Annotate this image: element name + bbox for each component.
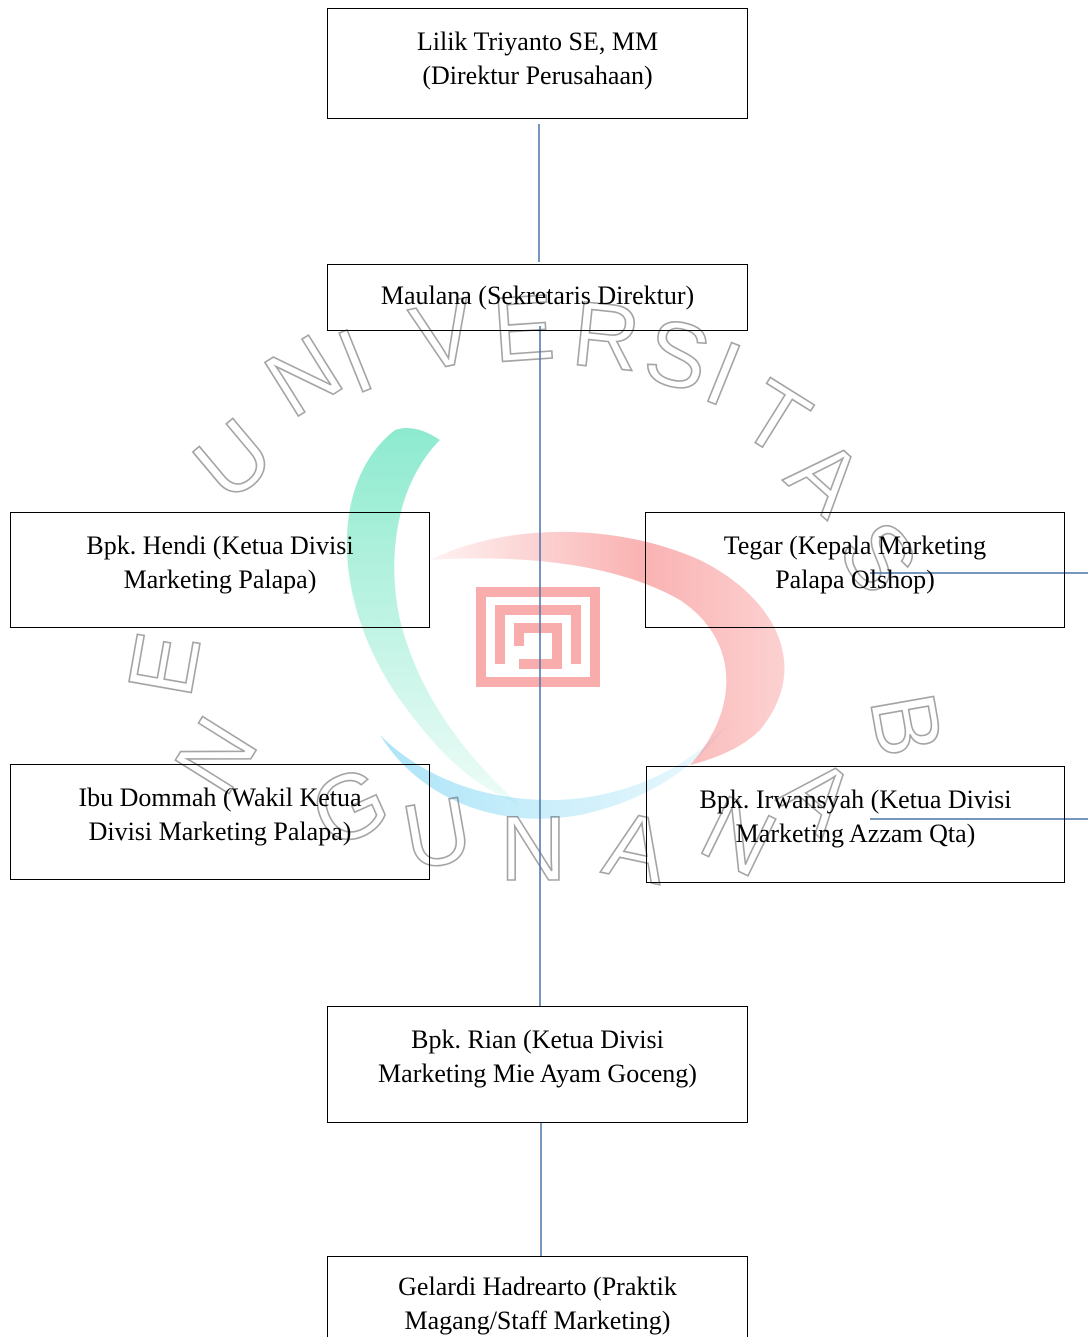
director-name: Lilik Triyanto SE, MM bbox=[416, 27, 659, 56]
irwansyah-line-2: Marketing Azzam Qta) bbox=[735, 819, 976, 848]
watermark-letter: E bbox=[489, 276, 557, 382]
box-dommah: Ibu Dommah (Wakil Ketua Divisi Marketing… bbox=[10, 764, 430, 880]
box-hendi: Bpk. Hendi (Ketua Divisi Marketing Palap… bbox=[10, 512, 430, 628]
box-dommah-text: Ibu Dommah (Wakil Ketua Divisi Marketing… bbox=[78, 781, 361, 849]
rian-line-2: Marketing Mie Ayam Goceng) bbox=[378, 1059, 697, 1088]
box-gelardi: Gelardi Hadrearto (Praktik Magang/Staff … bbox=[327, 1256, 748, 1337]
box-irwansyah-text: Bpk. Irwansyah (Ketua Divisi Marketing A… bbox=[700, 783, 1012, 851]
watermark-meander-emblem bbox=[476, 587, 600, 687]
box-irwansyah: Bpk. Irwansyah (Ketua Divisi Marketing A… bbox=[646, 766, 1065, 883]
box-tegar: Tegar (Kepala Marketing Palapa Olshop) bbox=[645, 512, 1065, 628]
secretary-label: Maulana (Sekretaris Direktur) bbox=[380, 281, 695, 310]
irwansyah-line-1: Bpk. Irwansyah (Ketua Divisi bbox=[699, 785, 1012, 814]
watermark-salmon-crescent bbox=[430, 531, 785, 765]
watermark-teal-crescent bbox=[346, 428, 520, 805]
tegar-line-2: Palapa Olshop) bbox=[775, 565, 935, 594]
box-director-text: Lilik Triyanto SE, MM (Direktur Perusaha… bbox=[417, 25, 658, 93]
box-tegar-text: Tegar (Kepala Marketing Palapa Olshop) bbox=[724, 529, 986, 597]
box-secretary: Maulana (Sekretaris Direktur) bbox=[327, 264, 748, 331]
tegar-line-1: Tegar (Kepala Marketing bbox=[723, 531, 987, 560]
box-gelardi-text: Gelardi Hadrearto (Praktik Magang/Staff … bbox=[398, 1270, 677, 1337]
box-rian: Bpk. Rian (Ketua Divisi Marketing Mie Ay… bbox=[327, 1006, 748, 1123]
hendi-line-2: Marketing Palapa) bbox=[123, 565, 317, 594]
box-director: Lilik Triyanto SE, MM (Direktur Perusaha… bbox=[327, 8, 748, 119]
watermark-letter: R bbox=[568, 282, 645, 390]
box-rian-text: Bpk. Rian (Ketua Divisi Marketing Mie Ay… bbox=[378, 1023, 697, 1091]
dommah-line-2: Divisi Marketing Palapa) bbox=[88, 817, 352, 846]
dommah-line-1: Ibu Dommah (Wakil Ketua bbox=[78, 783, 362, 812]
gelardi-line-2: Magang/Staff Marketing) bbox=[404, 1306, 671, 1335]
rian-line-1: Bpk. Rian (Ketua Divisi bbox=[411, 1025, 664, 1054]
hendi-line-1: Bpk. Hendi (Ketua Divisi bbox=[86, 531, 354, 560]
director-role: (Direktur Perusahaan) bbox=[422, 61, 653, 90]
gelardi-line-1: Gelardi Hadrearto (Praktik bbox=[398, 1272, 677, 1301]
watermark-sky-crescent bbox=[380, 720, 730, 819]
watermark-letter: N bbox=[500, 798, 566, 900]
box-hendi-text: Bpk. Hendi (Ketua Divisi Marketing Palap… bbox=[86, 529, 353, 597]
box-secretary-text: Maulana (Sekretaris Direktur) bbox=[381, 279, 694, 313]
